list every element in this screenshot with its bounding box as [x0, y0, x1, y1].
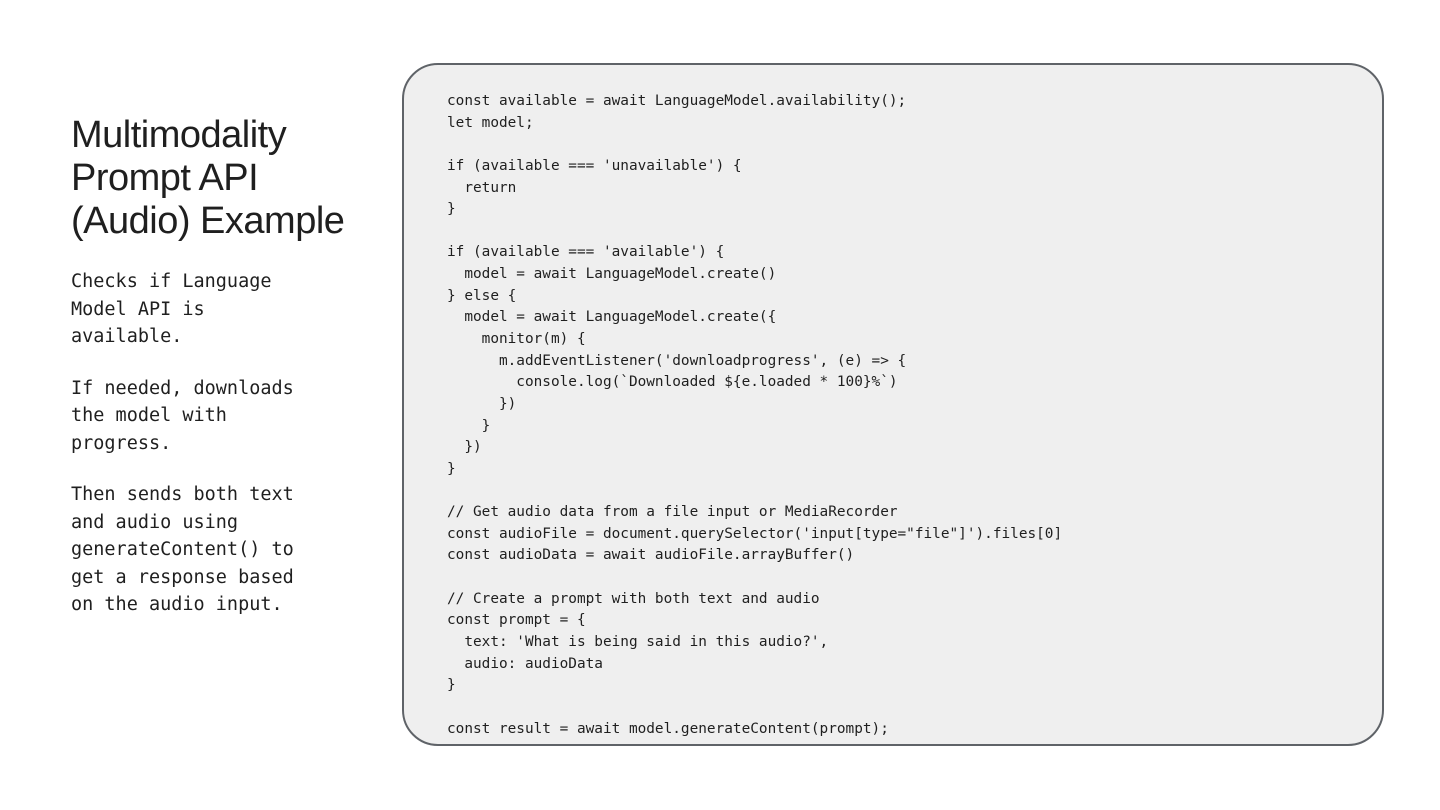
- code-line: // Create a prompt with both text and au…: [447, 590, 820, 607]
- code-line: [447, 567, 1062, 589]
- code-line: console.log(`Downloaded ${e.loaded * 100…: [447, 374, 898, 391]
- code-line: } else {: [447, 287, 517, 304]
- code-line: [447, 481, 1062, 503]
- description-paragraph: If needed, downloads the model with prog…: [71, 377, 294, 454]
- code-line: }: [447, 677, 456, 694]
- slide-title: Multimodality Prompt API (Audio) Example: [71, 114, 391, 243]
- code-line: // Get audio data from a file input or M…: [447, 504, 898, 521]
- code-line: }: [447, 460, 456, 477]
- code-line: if (available === 'unavailable') {: [447, 157, 742, 174]
- code-line: const result = await model.generateConte…: [447, 720, 889, 737]
- code-line: }: [447, 417, 491, 434]
- code-line: let model;: [447, 114, 534, 131]
- code-line: const available = await LanguageModel.av…: [447, 93, 907, 109]
- code-line: }: [447, 201, 456, 218]
- code-line: model = await LanguageModel.create({: [447, 309, 777, 326]
- title-line: Multimodality: [71, 114, 287, 156]
- title-line: Prompt API: [71, 157, 259, 199]
- code-line: audio: audioData: [447, 655, 603, 672]
- title-line: (Audio) Example: [71, 200, 345, 242]
- code-line: [447, 697, 1062, 719]
- description-paragraph: Checks if Language Model API is availabl…: [71, 271, 272, 347]
- code-block: const available = await LanguageModel.av…: [402, 63, 1384, 746]
- code-line: [447, 134, 1062, 156]
- code-line: }): [447, 395, 517, 412]
- code-line: monitor(m) {: [447, 331, 586, 348]
- code-line: if (available === 'available') {: [447, 244, 725, 261]
- code-line: const audioData = await audioFile.arrayB…: [447, 547, 855, 564]
- code-line: const audioFile = document.querySelector…: [447, 525, 1063, 542]
- code-line: [447, 221, 1062, 243]
- code-line: text: 'What is being said in this audio?…: [447, 634, 829, 651]
- code-line: m.addEventListener('downloadprogress', (…: [447, 352, 907, 369]
- code-line: }): [447, 439, 482, 456]
- code-line: model = await LanguageModel.create(): [447, 266, 777, 283]
- description: Checks if Language Model API is availabl…: [71, 268, 371, 643]
- code-line: const prompt = {: [447, 612, 586, 629]
- description-paragraph: Then sends both text and audio using gen…: [71, 484, 294, 615]
- code-listing: const available = await LanguageModel.av…: [447, 91, 1062, 740]
- code-line: return: [447, 179, 517, 196]
